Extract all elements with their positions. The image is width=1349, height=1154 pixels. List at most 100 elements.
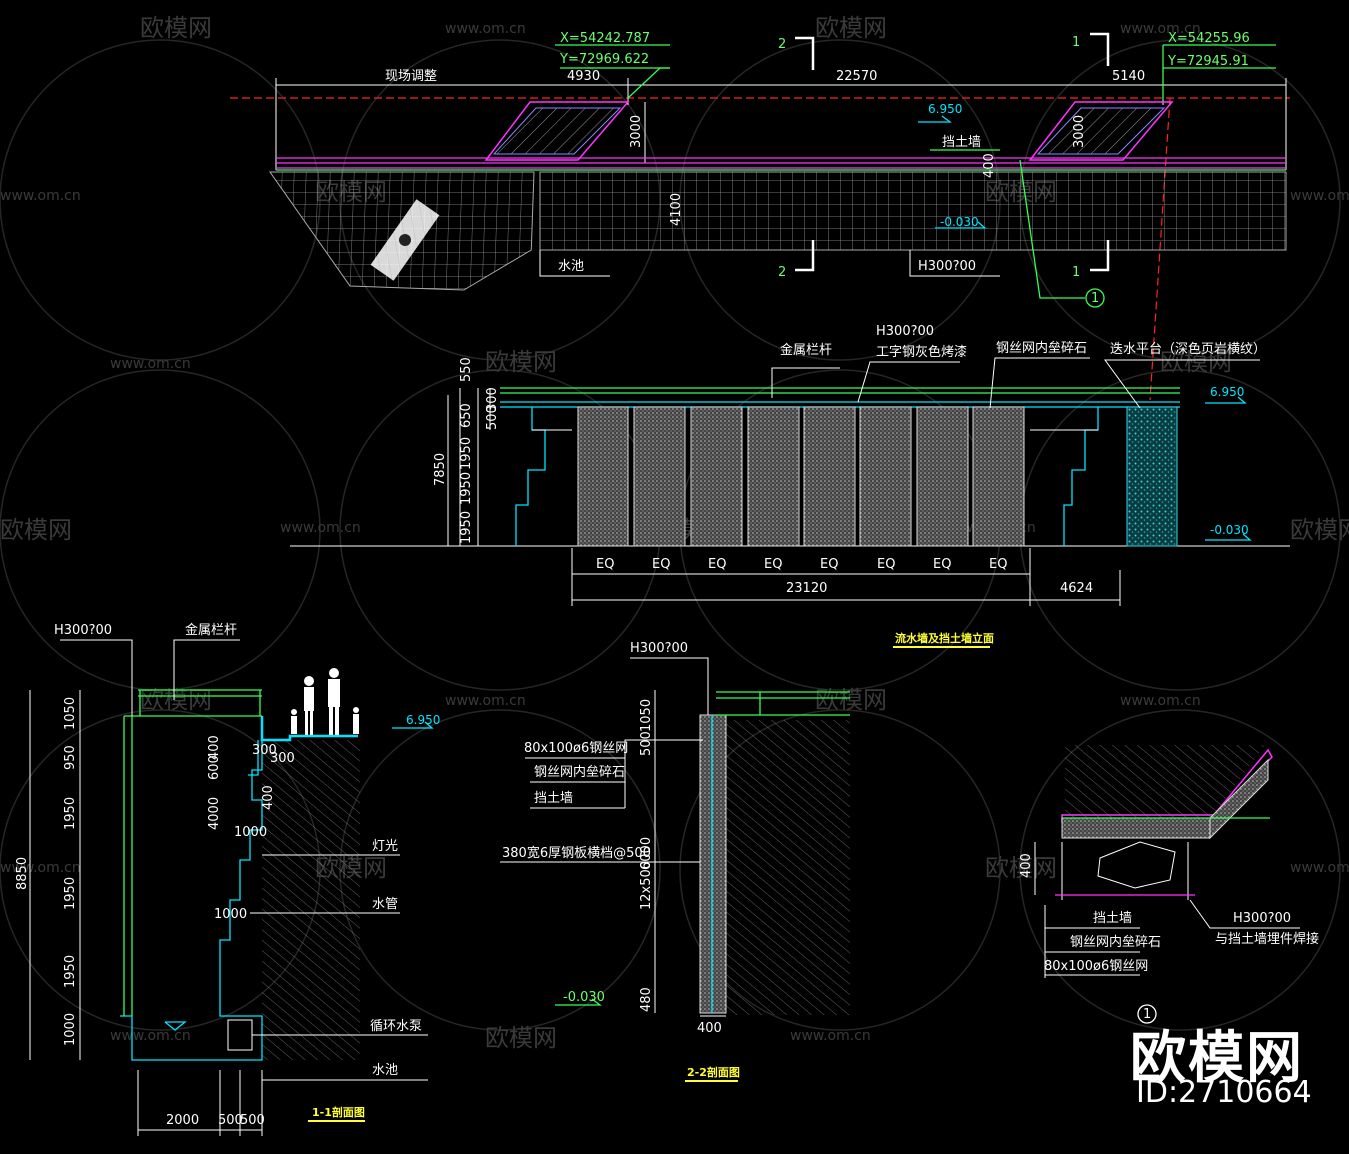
label-rail: 金属栏杆 <box>780 342 832 358</box>
label-wall: 挡土墙 <box>1093 911 1132 926</box>
callout-number: 1 <box>1091 291 1099 306</box>
dimension-text: 1050 <box>63 697 78 730</box>
level-bottom: -0.030 <box>563 990 605 1005</box>
eq-label: EQ <box>933 557 951 572</box>
elevation-view: 550 650 1950 1950 1950 300 500 7850 金属栏杆… <box>290 324 1290 648</box>
dimension-text: 4000 <box>207 797 222 830</box>
label-platform: 迭水平台（深色页岩横纹） <box>1110 341 1266 357</box>
watermark-brand: 欧模网 <box>815 14 887 42</box>
dimension-text: 12x500 <box>639 861 654 910</box>
watermark-brand: 欧模网 <box>485 1024 557 1052</box>
brand-logo-text: 欧模网 <box>1130 1026 1304 1091</box>
watermark-site: www.om.cn <box>1290 188 1349 204</box>
dimension-text: 3000 <box>629 115 644 148</box>
eq-label: EQ <box>652 557 670 572</box>
watermark-site: www.om.cn <box>1120 21 1201 37</box>
dimension-text: 400 <box>1019 853 1034 878</box>
level-bottom: -0.030 <box>1210 523 1249 537</box>
dimension-text: 1000 <box>214 907 247 922</box>
platform-left <box>484 101 630 161</box>
watermark-brand: 欧模网 <box>0 516 72 544</box>
human-figures <box>291 668 359 735</box>
label-pump: 循环水泵 <box>370 1019 422 1034</box>
dimension-text: 400 <box>982 153 997 178</box>
dimension-text: 300 <box>252 743 277 758</box>
label-beam: 工字钢灰色烤漆 <box>876 344 967 360</box>
section-mark: 1 <box>1072 265 1080 280</box>
label-h300: H300?00 <box>630 641 688 656</box>
watermark-site: www.om.cn <box>1120 693 1201 709</box>
drawing-title: 2-2剖面图 <box>687 1065 740 1079</box>
label-plate: 380宽6厚钢板横档@500 <box>502 845 651 861</box>
dimension-text: 1950 <box>459 511 474 544</box>
stone-platform <box>1126 406 1178 547</box>
dimension-text: 1050 <box>639 699 654 732</box>
watermark-site: www.om.cn <box>445 693 526 709</box>
dimension-text: 4624 <box>1060 581 1093 596</box>
dimension-text: 600 <box>207 755 222 780</box>
dimension-text: 400 <box>207 735 222 760</box>
detail-callout <box>1137 1004 1157 1024</box>
dimension-text: 950 <box>63 745 78 770</box>
gabion-panels <box>577 406 1025 547</box>
dimension-text: 4100 <box>669 193 684 226</box>
dimension-text: 23120 <box>786 581 827 596</box>
watermark-brand: 欧模网 <box>985 854 1057 882</box>
dimension-text: 480 <box>639 987 654 1012</box>
dimension-text: 650 <box>459 403 474 428</box>
coordinate-y-right: Y=72945.91 <box>1167 54 1249 69</box>
level-top: 6.950 <box>928 102 962 116</box>
label-mesh: 80x100ø6钢丝网 <box>524 741 628 756</box>
watermark-brand: 欧模网 <box>140 14 212 42</box>
coordinate-y-left: Y=72969.622 <box>559 52 649 67</box>
dimension-text: 300 <box>485 387 500 412</box>
eq-label: EQ <box>708 557 726 572</box>
detail-1: 400 挡土墙 钢丝网内垒碎石 80x100ø6钢丝网 H300?00 与挡土墙… <box>1019 745 1319 1024</box>
dimension-text: 500 <box>485 405 500 430</box>
detail-callout <box>1085 288 1105 308</box>
label-h300: H300?00 <box>54 623 112 638</box>
plan-view: 现场调整 4930 22570 5140 X=54242.787 Y=72969… <box>230 31 1290 401</box>
label-gabion: 钢丝网内垒碎石 <box>996 340 1087 356</box>
watermark-brand: 欧模网 <box>1160 348 1232 376</box>
watermark-site: www.om.cn <box>110 1028 191 1044</box>
dimension-text: 400 <box>261 785 276 810</box>
dimension-text: 1950 <box>459 472 474 505</box>
label-gabion: 钢丝网内垒碎石 <box>534 764 625 780</box>
dimension-text: 300 <box>270 751 295 766</box>
label-h300: H300?00 <box>1233 911 1291 926</box>
label-weld: 与挡土墙埋件焊接 <box>1215 931 1319 947</box>
dimension-text: 500 <box>639 731 654 756</box>
drawing-title: 1-1剖面图 <box>312 1105 365 1119</box>
label-pool: 水池 <box>372 1063 398 1078</box>
dimension-text: 500 <box>218 1113 243 1128</box>
watermark-site: www.om.cn <box>0 860 81 876</box>
drawing-title: 流水墙及挡土墙立面 <box>895 631 994 645</box>
eq-label: EQ <box>989 557 1007 572</box>
level-top: 6.950 <box>1210 385 1244 399</box>
dimension-total: 7850 <box>433 453 448 486</box>
eq-label: EQ <box>877 557 895 572</box>
label-pool: 水池 <box>558 259 584 274</box>
coordinate-x-left: X=54242.787 <box>560 31 650 46</box>
label-site-adjust: 现场调整 <box>385 69 437 84</box>
section-mark: 2 <box>778 37 786 52</box>
dimension-text: 4930 <box>567 69 600 84</box>
label-pipe: 水管 <box>372 897 398 912</box>
watermark-site: www.om.cn <box>790 1028 871 1044</box>
dimension-text: 1950 <box>63 797 78 830</box>
watermark-brand: 欧模网 <box>140 686 212 714</box>
watermark-brand: 欧模网 <box>485 348 557 376</box>
dimension-text: 5140 <box>1112 69 1145 84</box>
eq-label: EQ <box>820 557 838 572</box>
eq-label: EQ <box>764 557 782 572</box>
callout-number: 1 <box>1143 1007 1151 1022</box>
label-light: 灯光 <box>372 839 398 854</box>
label-h300: H300?00 <box>918 259 976 274</box>
dimension-text: 500 <box>240 1113 265 1128</box>
watermark-brand: 欧模网 <box>1290 516 1349 544</box>
dimension-text: 1950 <box>63 877 78 910</box>
label-mesh: 80x100ø6钢丝网 <box>1044 959 1148 974</box>
watermark-site: www.om.cn <box>280 520 361 536</box>
